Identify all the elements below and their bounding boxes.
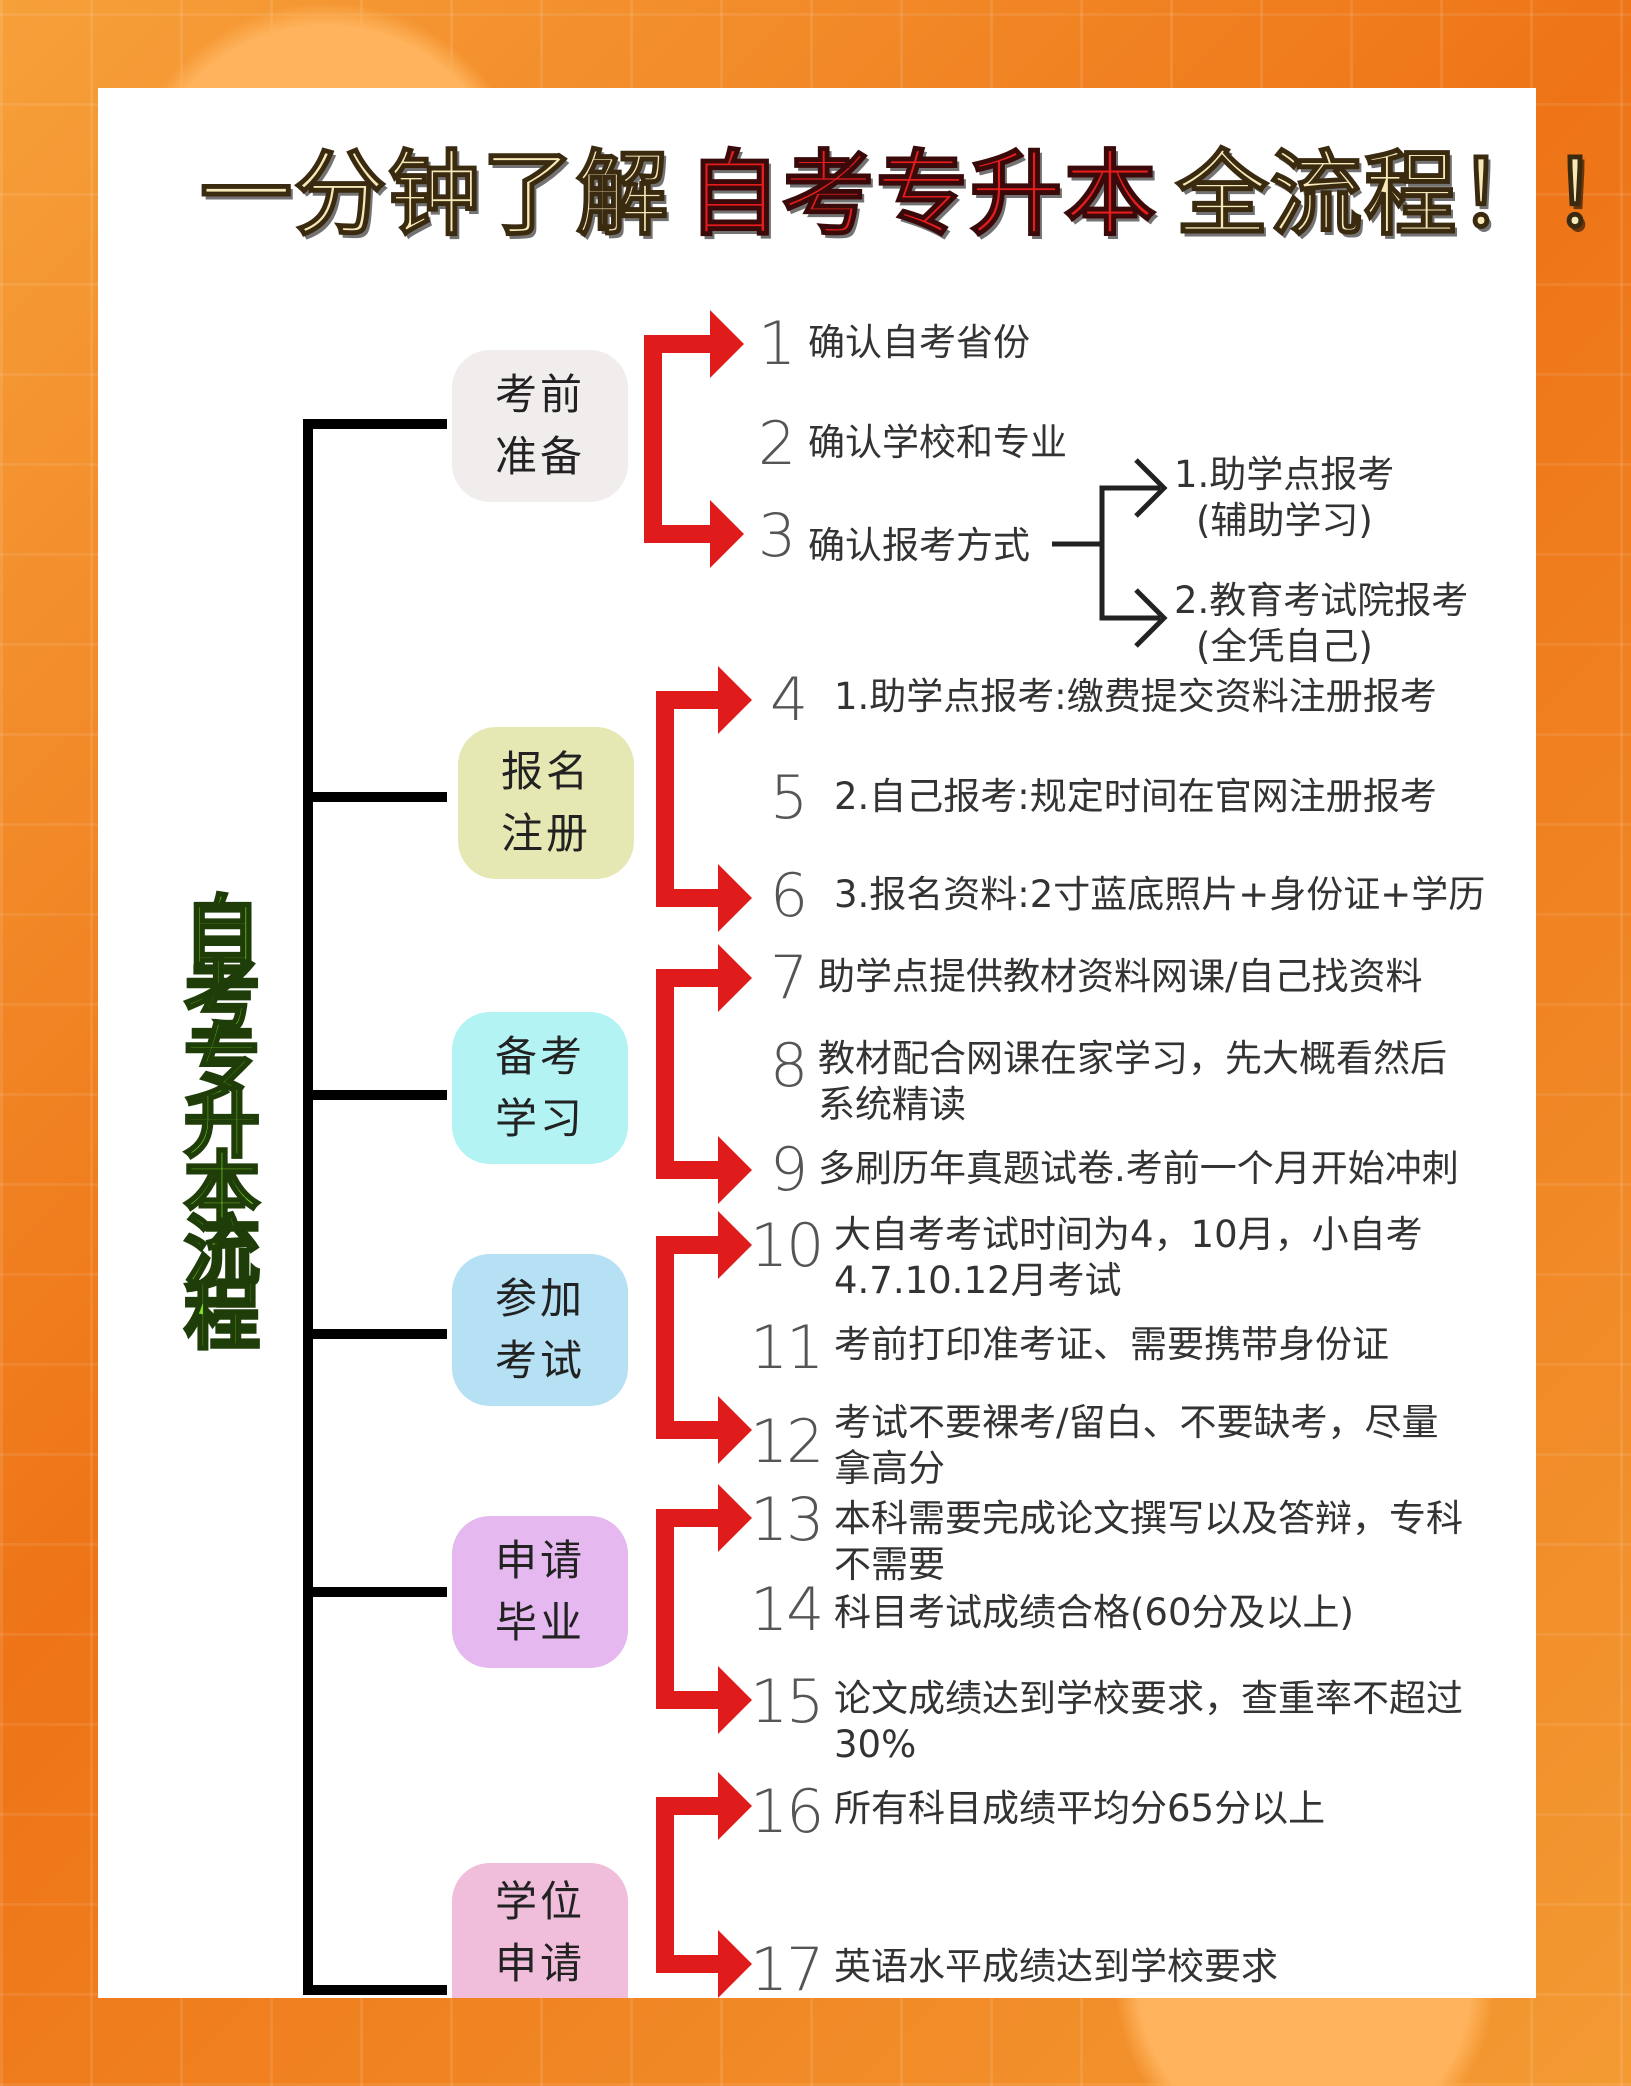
step-number: 13 bbox=[750, 1485, 824, 1555]
arrow-head bbox=[718, 944, 752, 1012]
step-text: 助学点提供教材资料网课/自己找资料 bbox=[818, 955, 1423, 998]
vertical-label: 自 考 专 升 本 流 程 bbox=[182, 887, 262, 1360]
page-title: 一分钟了解自考专升本全流程！！ bbox=[199, 120, 1631, 249]
bracket-arm bbox=[644, 335, 714, 353]
step-text: 3.报名资料:2寸蓝底照片+身份证+学历 bbox=[834, 873, 1486, 916]
step-text: 2.自己报考:规定时间在官网注册报考 bbox=[834, 775, 1437, 818]
step-number: 10 bbox=[750, 1211, 824, 1281]
step-number: 11 bbox=[750, 1313, 824, 1383]
bracket-bar bbox=[656, 691, 674, 907]
vertical-char: 自 bbox=[183, 887, 262, 976]
step-number: 14 bbox=[750, 1575, 824, 1645]
step-text: 本科需要完成论文撰写以及答辩，专科不需要 bbox=[834, 1497, 1463, 1586]
step-text: 1.助学点报考:缴费提交资料注册报考 bbox=[834, 675, 1437, 718]
bracket-bar bbox=[656, 1797, 674, 1973]
step-text: 教材配合网课在家学习，先大概看然后系统精读 bbox=[818, 1037, 1447, 1126]
stage-take-exam: 参加考试 bbox=[452, 1254, 628, 1406]
vertical-char: 程 bbox=[183, 1271, 262, 1360]
arrow-head bbox=[718, 1484, 752, 1552]
bracket-bar bbox=[656, 1236, 674, 1439]
arrow-head bbox=[718, 1666, 752, 1734]
arrow-head bbox=[718, 1772, 752, 1840]
sub-option-1: 1.助学点报考(辅助学习) bbox=[1174, 453, 1395, 542]
red-bracket-arrows bbox=[644, 310, 752, 1998]
sub-arrow-head bbox=[1134, 458, 1168, 518]
sub-arrow-head bbox=[1134, 588, 1168, 648]
step-text: 确认报考方式 bbox=[808, 524, 1030, 567]
arrow-head bbox=[718, 864, 752, 932]
bracket-arm bbox=[656, 1236, 722, 1254]
stage-registration: 报名注册 bbox=[458, 727, 634, 879]
step-text: 英语水平成绩达到学校要求 bbox=[834, 1945, 1278, 1988]
content-card bbox=[98, 88, 1536, 1998]
arrow-head bbox=[718, 1930, 752, 1998]
arrow-head bbox=[710, 310, 744, 378]
bracket-arm bbox=[644, 525, 714, 543]
stage-degree-application: 学位申请 bbox=[452, 1863, 628, 1998]
sub-connector-fork bbox=[1099, 485, 1160, 621]
stage-apply-graduation: 申请毕业 bbox=[452, 1516, 628, 1668]
step-number: 12 bbox=[750, 1407, 824, 1477]
arrow-head bbox=[710, 500, 744, 568]
vertical-char: 本 bbox=[183, 1143, 262, 1232]
vertical-char: 升 bbox=[183, 1079, 262, 1168]
step-number: 1 bbox=[758, 309, 796, 379]
bracket-bar bbox=[656, 969, 674, 1179]
sub-option-connectors bbox=[1052, 458, 1168, 648]
bracket-arm bbox=[656, 691, 722, 709]
bracket-bar bbox=[644, 335, 662, 543]
vertical-char: 专 bbox=[183, 1015, 262, 1104]
step-number: 5 bbox=[770, 763, 808, 833]
step-number: 7 bbox=[770, 943, 808, 1013]
step-number: 17 bbox=[750, 1935, 824, 2005]
arrow-head bbox=[718, 1396, 752, 1464]
bracket-arm bbox=[656, 1421, 722, 1439]
vertical-char: 流 bbox=[183, 1207, 262, 1296]
bracket-arm bbox=[656, 1955, 722, 1973]
step-number: 15 bbox=[750, 1667, 824, 1737]
step-text: 科目考试成绩合格(60分及以上) bbox=[834, 1591, 1354, 1634]
bracket-arm bbox=[656, 1509, 722, 1527]
step-number: 9 bbox=[770, 1135, 808, 1205]
step-number: 8 bbox=[770, 1031, 808, 1101]
step-number: 3 bbox=[758, 501, 796, 571]
step-text: 所有科目成绩平均分65分以上 bbox=[834, 1787, 1326, 1830]
step-text: 确认学校和专业 bbox=[808, 421, 1067, 464]
bracket-arm bbox=[656, 889, 722, 907]
step-number: 2 bbox=[758, 409, 796, 479]
arrow-head bbox=[718, 1136, 752, 1204]
bracket-arm bbox=[656, 1797, 722, 1815]
step-text: 多刷历年真题试卷.考前一个月开始冲刺 bbox=[818, 1147, 1459, 1190]
step-text: 确认自考省份 bbox=[808, 321, 1030, 364]
step-number: 6 bbox=[770, 861, 808, 931]
step-number: 16 bbox=[750, 1777, 824, 1847]
title-part-1: 一分钟了解 bbox=[199, 140, 671, 249]
step-text: 考前打印准考证、需要携带身份证 bbox=[834, 1323, 1389, 1366]
bracket-arm bbox=[656, 1161, 722, 1179]
bracket-bar bbox=[656, 1509, 674, 1709]
bracket-arm bbox=[656, 969, 722, 987]
arrow-head bbox=[718, 666, 752, 734]
title-part-3: 全流程！！ bbox=[1175, 140, 1631, 249]
sub-option-2: 2.教育考试院报考(全凭自己) bbox=[1174, 579, 1469, 668]
step-text: 考试不要裸考/留白、不要缺考，尽量拿高分 bbox=[834, 1401, 1439, 1490]
step-number: 4 bbox=[770, 665, 808, 735]
tree-connectors bbox=[303, 419, 447, 1995]
arrow-head bbox=[718, 1211, 752, 1279]
stage-study: 备考学习 bbox=[452, 1012, 628, 1164]
bracket-arm bbox=[656, 1691, 722, 1709]
vertical-char: 考 bbox=[183, 951, 262, 1040]
title-part-2: 自考专升本 bbox=[687, 140, 1159, 249]
stage-pre-exam-prep: 考前准备 bbox=[452, 350, 628, 502]
